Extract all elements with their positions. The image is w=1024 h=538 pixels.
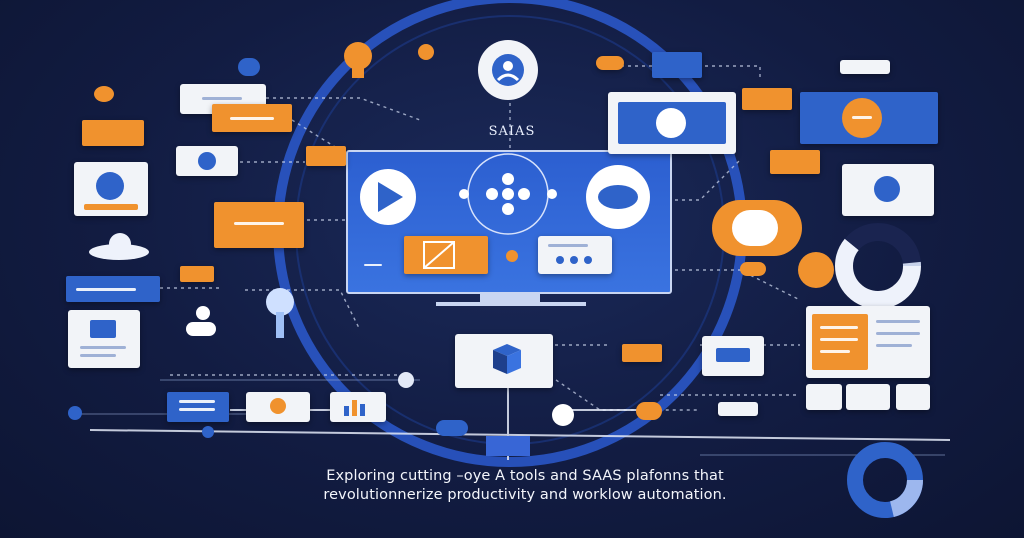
settings-chip [652,52,702,78]
mini-card [896,384,930,410]
monitor-icon [842,164,934,216]
chevron-badge [238,58,260,76]
key-icon [258,286,302,346]
mini-card [840,60,890,74]
donut-chart-icon [835,223,921,309]
toggle-card [702,336,764,376]
pager-dots [436,420,468,436]
hub-label: SAIAS [488,124,536,139]
box-card [455,334,553,388]
accent-dot [798,252,834,288]
sketch-panel [404,236,488,274]
play-icon [378,182,403,212]
mini-card [718,402,758,416]
caption-line-1: Exploring cutting –oye A tools and SAAS … [326,468,724,484]
mini-card [806,384,842,410]
tag-chip [622,344,662,362]
cloud-icon [86,232,152,260]
bar-chart-icon [330,392,386,422]
central-monitor [346,150,672,294]
caption: Exploring cutting –oye A tools and SAAS … [230,467,820,505]
status-panel [538,236,612,274]
login-card [68,310,140,368]
tag-chip [742,88,792,110]
message-card [214,202,304,248]
profile-card [74,162,148,216]
mini-card [846,384,890,410]
banner-card [66,276,160,302]
brand-badge-icon [478,40,538,100]
accent-dot [418,44,434,60]
spark-icon [552,404,574,426]
accent-dot [636,402,662,420]
control-card [212,104,292,132]
dashboard-card [608,92,736,154]
chat-card [246,392,310,422]
list-card [167,392,229,422]
caption-line-2: revolutionnerize productivity and worklo… [323,487,727,503]
shield-chip [770,150,820,174]
node-dot [398,372,414,388]
monitor-stand [480,292,540,302]
base-block [486,436,530,456]
target-card [800,92,938,144]
node-dot [196,306,210,320]
document-card [806,306,930,378]
tag-chip [180,266,214,282]
tag-chip [306,146,346,166]
accent-dot [94,86,114,102]
menu-capsule [712,200,802,256]
toggle-pill [596,56,624,70]
progress-ring-icon [847,442,923,518]
edit-card [82,120,144,146]
group-icon-card [176,146,238,176]
lightbulb-icon [338,40,378,82]
